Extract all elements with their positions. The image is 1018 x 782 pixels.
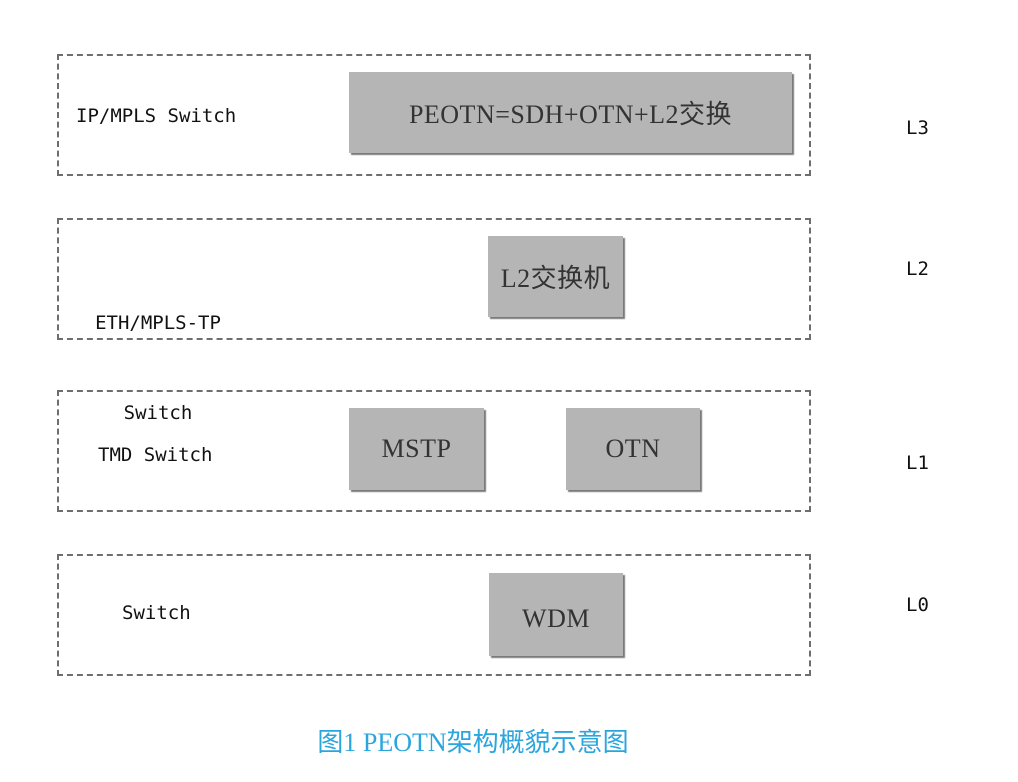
otn-box: OTN xyxy=(566,408,700,490)
level-l0: L0 xyxy=(906,594,929,616)
mstp-box: MSTP xyxy=(349,408,484,490)
layer-l3-frame xyxy=(57,54,811,176)
wdm-box: WDM xyxy=(489,573,623,656)
level-l3: L3 xyxy=(906,117,929,139)
level-l2: L2 xyxy=(906,258,929,280)
layer-l3-label: IP/MPLS Switch xyxy=(76,105,237,127)
layer-l1-frame xyxy=(57,390,811,512)
layer-l1-label: TMD Switch xyxy=(98,444,213,466)
figure-caption: 图1 PEOTN架构概貌示意图 xyxy=(317,728,629,757)
layer-l2-label: ETH/MPLS-TP Switch xyxy=(84,248,232,458)
layer-l2-frame xyxy=(57,218,811,340)
layer-l0-label: Switch xyxy=(122,602,191,624)
layer-l2-label-line1: ETH/MPLS-TP xyxy=(95,312,221,334)
peotn-box: PEOTN=SDH+OTN+L2交换 xyxy=(349,72,792,153)
level-l1: L1 xyxy=(906,452,929,474)
layer-l2-label-line2: Switch xyxy=(123,402,193,424)
l2-switch-box: L2交换机 xyxy=(488,236,623,317)
layer-l0-frame xyxy=(57,554,811,676)
